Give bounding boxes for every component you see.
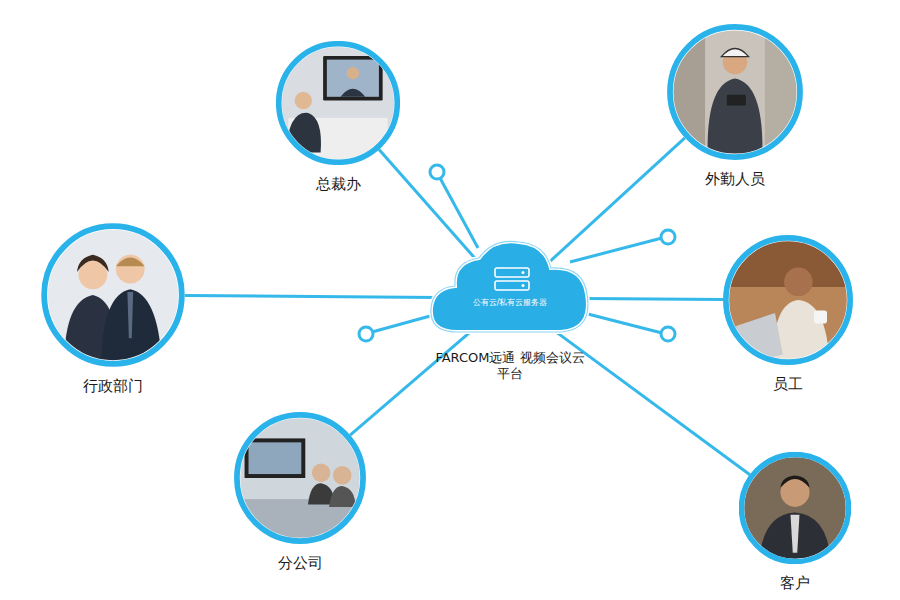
cloud-node: 公有云/私有云服务器FARCOM远通 视频会议云平台 bbox=[423, 232, 597, 342]
photo-node: 外勤人员 bbox=[667, 24, 803, 160]
platform-heading: FARCOM远通 视频会议云平台 bbox=[435, 350, 585, 383]
node-label: 分公司 bbox=[278, 554, 323, 572]
photo-node: 总裁办 bbox=[276, 41, 400, 165]
photo-node: 员工 bbox=[723, 235, 853, 365]
photo-circle bbox=[667, 24, 803, 160]
cloud-label: 公有云/私有云服务器 bbox=[423, 298, 597, 308]
photo-circle bbox=[276, 41, 400, 165]
node-label: 员工 bbox=[773, 375, 803, 393]
node-label: 行政部门 bbox=[83, 377, 143, 395]
photo-circle bbox=[739, 452, 851, 564]
node-label: 总裁办 bbox=[316, 175, 361, 193]
photo-circle bbox=[41, 223, 185, 367]
node-label: 客户 bbox=[780, 574, 810, 592]
connector-line bbox=[185, 296, 437, 298]
photo-circle bbox=[234, 412, 366, 544]
photo-node: 分公司 bbox=[234, 412, 366, 544]
cloud-shape bbox=[423, 232, 597, 342]
connector-line bbox=[547, 138, 685, 264]
connector-line bbox=[350, 331, 471, 435]
node-label: 外勤人员 bbox=[705, 170, 765, 188]
connector-line bbox=[379, 149, 478, 262]
photo-node: 行政部门 bbox=[41, 223, 185, 367]
connector-line bbox=[583, 299, 723, 300]
photo-circle bbox=[723, 235, 853, 365]
server-icon bbox=[495, 268, 529, 290]
spoke-lines bbox=[372, 178, 662, 333]
photo-node: 客户 bbox=[739, 452, 851, 564]
